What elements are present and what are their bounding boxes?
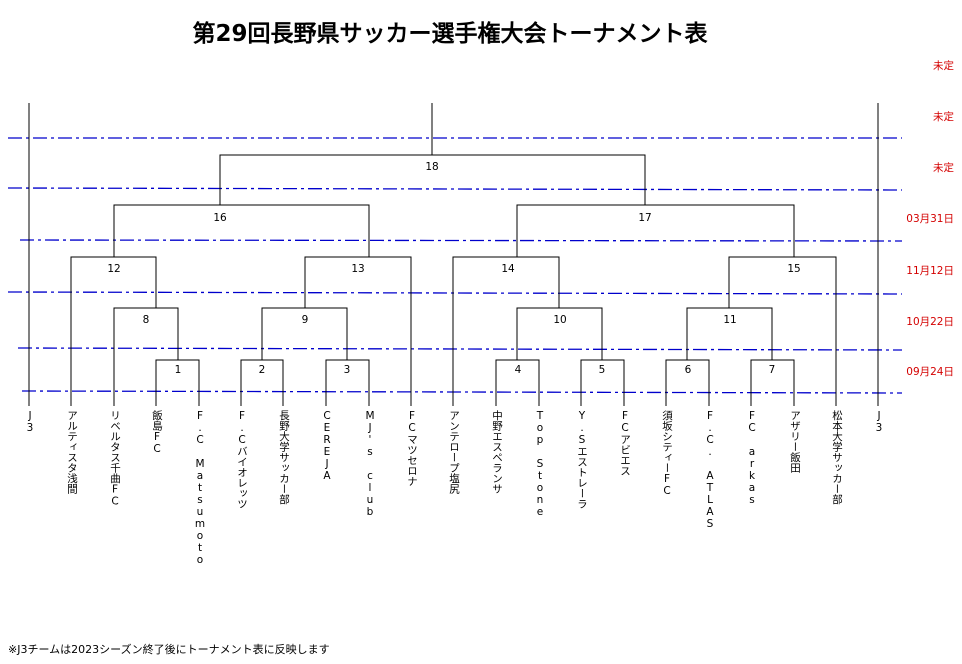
match-number-4: 4 [506,364,530,376]
team-name: 中野エスペランサ [491,410,503,494]
match-number-7: 7 [760,364,784,376]
round-date-label: 03月31日 [906,213,954,225]
round-date-label: 09月24日 [906,366,954,378]
match-number-9: 9 [293,314,317,326]
match-number-16: 16 [208,212,232,224]
match-number-11: 11 [718,314,742,326]
match-number-2: 2 [250,364,274,376]
match-number-12: 12 [102,263,126,275]
page-title: 第29回長野県サッカー選手権大会トーナメント表 [192,21,708,47]
team-name: アルティスタ浅間 [66,410,78,494]
match-number-13: 13 [346,263,370,275]
team-name: リベルタス千曲FC [109,410,121,508]
team-name: CEREJA [321,410,333,482]
team-name: アザリー飯田 [789,410,801,473]
round-date-label: 未定 [933,111,954,123]
footnote: ※J3チームは2023シーズン終了後にトーナメント表に反映します [8,643,330,656]
team-name: FC arkas [746,410,758,506]
team-name: FCマツセロナ [406,410,418,487]
divider-line [19,239,903,242]
team-name: Top Stone [534,410,546,518]
round-date-label: 未定 [933,162,954,174]
team-name: F.Cバイオレッツ [236,410,248,509]
match-number-6: 6 [676,364,700,376]
round-date-label: 10月22日 [906,316,954,328]
team-name: MJ's club [364,410,376,518]
match-number-1: 1 [166,364,190,376]
team-name: 飯島FC [151,410,163,455]
team-name: F.C Matsumoto [194,410,206,566]
round-divider-lines [7,137,903,394]
match-number-3: 3 [335,364,359,376]
divider-line [21,390,903,394]
team-name: 須坂シティーFC [661,410,673,497]
divider-line [17,347,903,351]
team-name: J3 [24,410,36,434]
match-number-8: 8 [134,314,158,326]
team-name: F.C. ATLAS [704,410,716,530]
team-name: FCアビエス [619,410,631,476]
match-number-15: 15 [782,263,806,275]
team-name: 松本大学サッカー部 [831,410,843,505]
match-number-17: 17 [633,212,657,224]
team-name: J3 [873,410,885,434]
bracket-lines [28,103,879,406]
team-name: アンテロープ塩尻 [448,410,460,494]
team-name: Y.Sエストレーラ [576,410,588,509]
match-number-5: 5 [590,364,614,376]
team-name: 長野大学サッカー部 [278,410,290,505]
round-date-label: 未定 [933,60,954,72]
divider-line [7,187,903,191]
round-date-label: 11月12日 [906,265,954,277]
match-number-14: 14 [496,263,520,275]
match-number-18: 18 [420,161,444,173]
divider-line [7,291,903,295]
match-number-10: 10 [548,314,572,326]
